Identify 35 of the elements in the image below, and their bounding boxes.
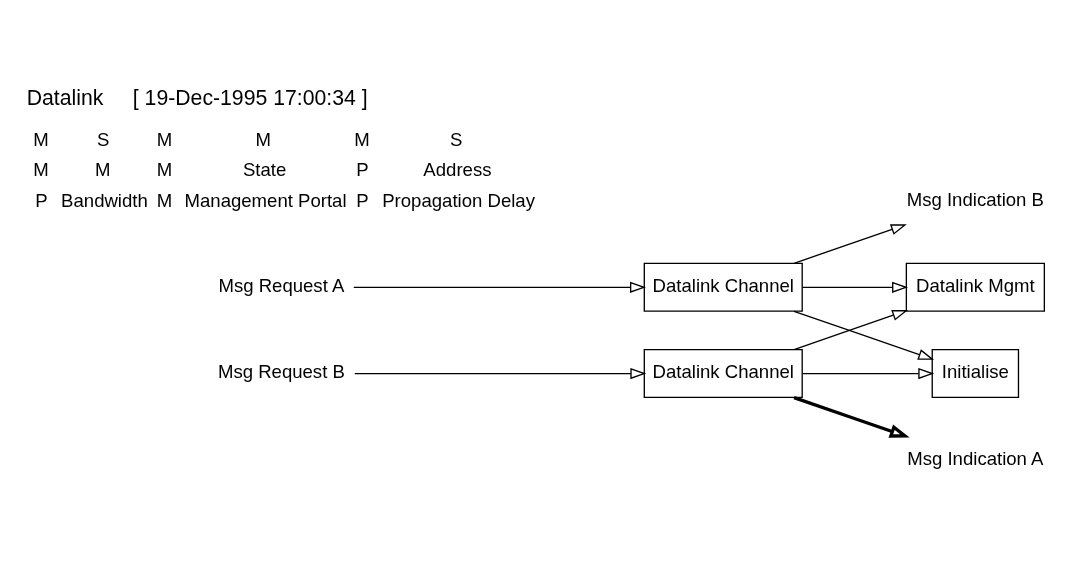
node-text: Msg Request A bbox=[218, 275, 345, 297]
arrow bbox=[354, 368, 647, 380]
arrow bbox=[801, 281, 908, 293]
label: Bandwidth bbox=[61, 189, 148, 211]
arrow bbox=[793, 310, 935, 360]
label: M bbox=[94, 159, 111, 181]
arrow bbox=[793, 224, 907, 264]
node-box: Datalink Mgmt bbox=[905, 262, 1045, 312]
label: M bbox=[354, 128, 370, 150]
label: M bbox=[33, 159, 49, 181]
arrow bbox=[801, 368, 935, 380]
arrow bbox=[793, 396, 910, 438]
label: S bbox=[96, 128, 110, 150]
label: M bbox=[33, 128, 49, 150]
label: State bbox=[242, 159, 287, 181]
node-text: Msg Request B bbox=[217, 361, 345, 383]
node-box: Datalink Channel bbox=[643, 349, 803, 399]
node-box: Initialise bbox=[931, 349, 1020, 399]
label: S bbox=[449, 128, 463, 150]
label: M bbox=[156, 159, 173, 181]
node-text: Msg Indication A bbox=[907, 447, 1044, 469]
diagram-title: Datalink [ 19-Dec-1995 17:00:34 ] bbox=[26, 85, 368, 109]
label: Address bbox=[423, 159, 492, 181]
label: M bbox=[156, 189, 173, 211]
node-box: Datalink Channel bbox=[643, 262, 803, 312]
label: P bbox=[35, 189, 48, 211]
arrow bbox=[793, 310, 909, 351]
label: M bbox=[156, 128, 173, 150]
node-text: Msg Indication B bbox=[906, 188, 1044, 210]
label: Management Portal bbox=[184, 189, 347, 211]
label: P bbox=[356, 189, 369, 211]
label: M bbox=[255, 128, 271, 150]
label: Propagation Delay bbox=[382, 189, 535, 211]
arrow bbox=[353, 281, 646, 293]
label: P bbox=[356, 159, 369, 181]
